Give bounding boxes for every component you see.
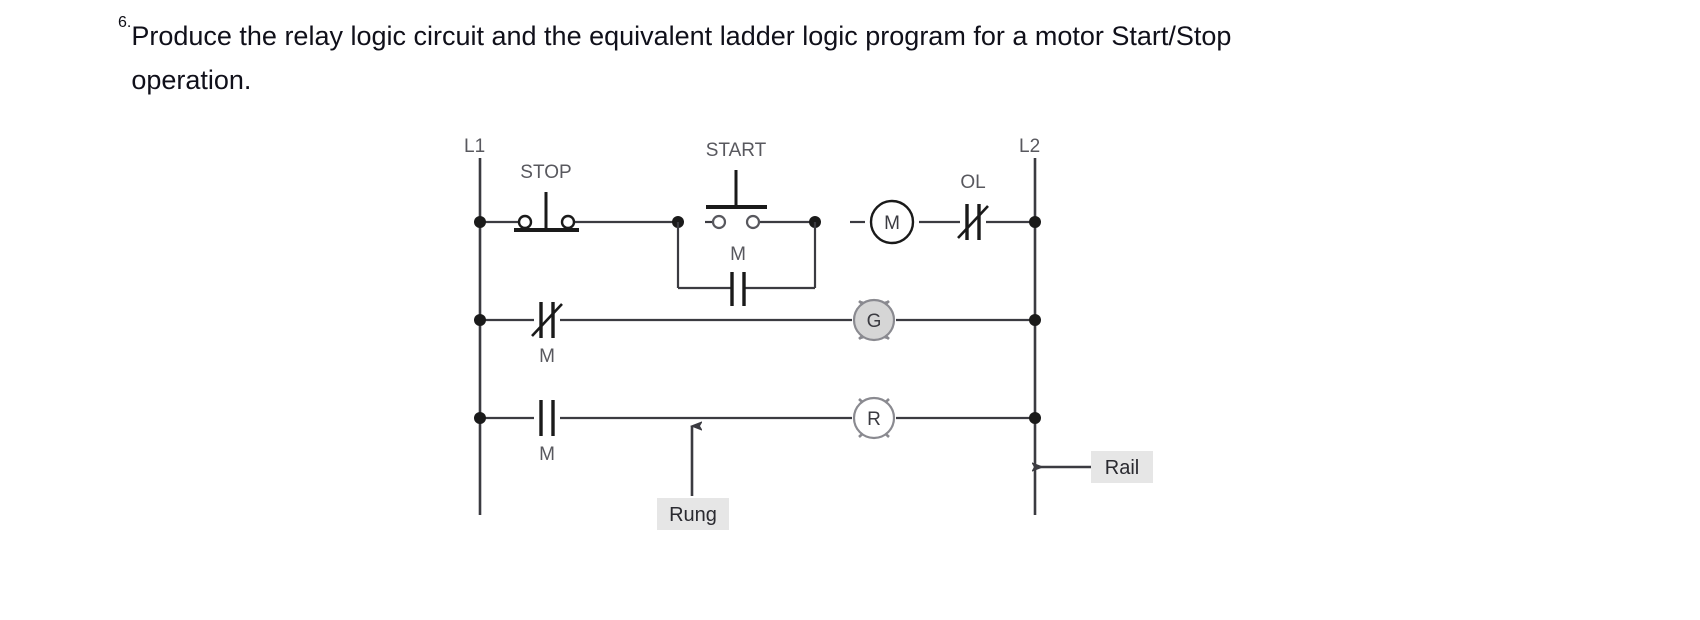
contact-m-nc-rung2[interactable]: [531, 302, 563, 338]
ladder-diagram-svg: L1 L2 STOP: [464, 136, 1153, 530]
stop-pushbutton[interactable]: [514, 192, 579, 232]
rung3-contact-label: M: [539, 444, 555, 465]
green-lamp-label: G: [867, 311, 882, 332]
question-line-2: operation.: [131, 65, 252, 95]
junction-dot: [1029, 314, 1041, 326]
overload-label: OL: [960, 172, 985, 193]
pilot-lamp-red[interactable]: R: [852, 396, 896, 440]
rung-callout-label: Rung: [669, 504, 717, 526]
question-text: Produce the relay logic circuit and the …: [131, 14, 1508, 102]
rail-callout-label: Rail: [1105, 457, 1139, 479]
rung2-contact-label: M: [539, 346, 555, 367]
rail-callout-box: [1091, 451, 1153, 483]
rung-3: M R: [474, 396, 1041, 465]
rung-1: STOP START M: [474, 140, 1041, 306]
question-block: 6. Produce the relay logic circuit and t…: [118, 14, 1508, 102]
seal-in-contact-label: M: [730, 244, 746, 265]
contact-m-no-rung3[interactable]: [539, 400, 555, 436]
junction-dot: [474, 412, 486, 424]
junction-dot: [1029, 412, 1041, 424]
rail-label-l1: L1: [464, 136, 485, 157]
junction-dot: [474, 314, 486, 326]
pilot-lamp-green[interactable]: G: [852, 298, 896, 342]
contact-ol[interactable]: [957, 204, 989, 240]
question-number: 6.: [118, 14, 132, 31]
question-line-1: Produce the relay logic circuit and the …: [131, 21, 1232, 51]
rail-label-l2: L2: [1019, 136, 1040, 157]
rung-callout: Rung: [657, 426, 729, 530]
red-lamp-label: R: [867, 409, 881, 430]
junction-dot: [474, 216, 486, 228]
seal-in-branch: [676, 222, 817, 306]
motor-coil-m[interactable]: M: [869, 199, 915, 245]
motor-coil-label: M: [884, 213, 900, 234]
contact-m-sealin[interactable]: [730, 272, 746, 306]
ladder-diagram: L1 L2 STOP: [430, 130, 1190, 530]
rung-callout-box: [657, 498, 729, 530]
start-label: START: [706, 140, 767, 161]
stop-label: STOP: [520, 162, 571, 183]
junction-dot: [1029, 216, 1041, 228]
question-row: 6. Produce the relay logic circuit and t…: [118, 14, 1508, 102]
start-pushbutton[interactable]: [706, 170, 767, 230]
rail-callout: Rail: [1038, 451, 1153, 483]
rung-2: M G: [474, 298, 1041, 367]
